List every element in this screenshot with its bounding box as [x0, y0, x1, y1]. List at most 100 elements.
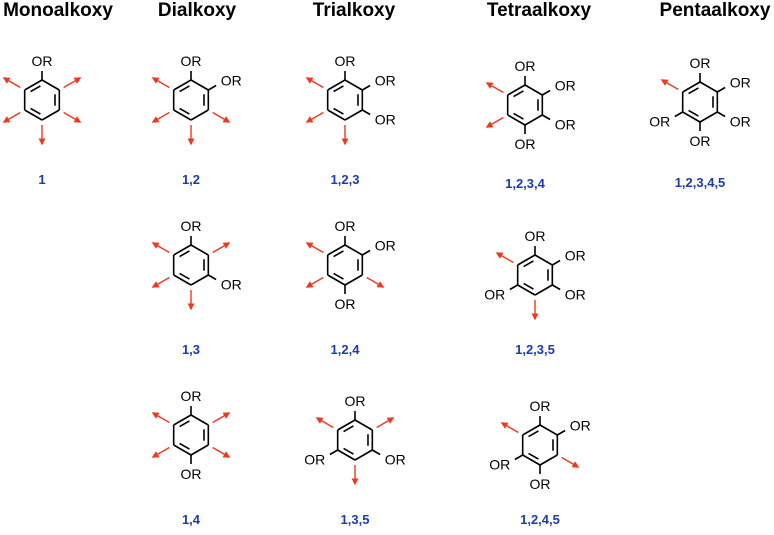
substitution-arrow — [212, 111, 231, 123]
column-header-monoalkoxy: Monoalkoxy — [3, 0, 113, 21]
or-group-label: OR — [345, 393, 366, 409]
substituent-bond — [674, 111, 684, 118]
or-group-label: OR — [555, 117, 576, 133]
substitution-arrow — [151, 111, 170, 123]
or-group-label: OR — [335, 296, 356, 312]
substituent-bond — [514, 454, 524, 461]
substituent-bond — [361, 249, 371, 256]
double-bond — [333, 250, 344, 258]
or-group-label: OR — [375, 112, 396, 128]
ring-bond — [173, 79, 192, 91]
ring-bond — [190, 414, 209, 426]
ring-bond — [190, 274, 209, 286]
substitution-arrow — [485, 82, 504, 94]
double-bond — [523, 282, 534, 290]
ring-bond — [327, 244, 346, 256]
substitution-pattern-label: 1,2,3 — [331, 172, 360, 187]
ring-bond — [173, 274, 192, 286]
or-group-label: OR — [530, 476, 551, 492]
substitution-arrow — [63, 111, 82, 123]
substitution-pattern-label: 1 — [38, 172, 45, 187]
substitution-pattern-label: 1,3,5 — [341, 512, 370, 527]
ring-bond — [190, 244, 209, 256]
ring-bond — [327, 79, 346, 91]
ring-bond — [344, 244, 363, 256]
ring-bond — [190, 444, 209, 456]
ring-bond — [337, 419, 356, 431]
ring-bond — [344, 109, 363, 121]
substitution-pattern-label: 1,3 — [182, 342, 200, 357]
substitution-arrow — [212, 242, 231, 254]
or-group-label: OR — [515, 58, 536, 74]
substitution-arrow — [151, 412, 170, 424]
double-bond — [179, 442, 190, 450]
ring-bond — [522, 454, 541, 466]
or-group-label: OR — [649, 114, 670, 130]
ring-bond — [173, 414, 192, 426]
or-group-label: OR — [484, 287, 505, 303]
or-group-label: OR — [730, 75, 751, 91]
or-group-label: OR — [515, 136, 536, 152]
double-bond — [523, 260, 534, 268]
ring-bond — [534, 254, 553, 266]
column-header-tetraalkoxy: Tetraalkoxy — [486, 0, 592, 21]
or-group-label: OR — [375, 238, 396, 254]
substitution-pattern-label: 1,2,3,5 — [515, 342, 555, 357]
double-bond — [179, 107, 190, 115]
or-group-label: OR — [385, 452, 406, 468]
or-group-label: OR — [530, 398, 551, 414]
substituent-bond — [541, 114, 551, 121]
substitution-pattern-label: 1,2,4 — [331, 342, 361, 357]
or-group-label: OR — [730, 114, 751, 130]
substitution-arrow — [315, 417, 334, 429]
double-bond — [513, 112, 524, 120]
or-group-label: OR — [181, 53, 202, 69]
substitution-arrow — [561, 456, 580, 468]
ring-bond — [507, 84, 526, 96]
ring-bond — [190, 79, 209, 91]
double-bond — [30, 107, 41, 115]
substitution-arrow — [366, 276, 385, 288]
substitution-arrow — [485, 116, 504, 128]
ring-bond — [41, 109, 60, 121]
substituent-bond — [361, 109, 371, 116]
substitution-pattern-label: 1,2,3,4,5 — [675, 175, 726, 190]
substitution-arrow — [2, 111, 21, 123]
ring-bond — [337, 449, 356, 461]
or-group-label: OR — [690, 133, 711, 149]
ring-bond — [517, 284, 536, 296]
substitution-arrow — [212, 412, 231, 424]
substituent-bond — [716, 86, 726, 93]
ring-bond — [344, 274, 363, 286]
ring-bond — [327, 109, 346, 121]
ring-bond — [24, 109, 43, 121]
substituent-bond — [371, 449, 381, 456]
ring-bond — [699, 81, 718, 93]
or-group-label: OR — [489, 457, 510, 473]
substitution-arrow — [305, 276, 324, 288]
or-group-label: OR — [335, 53, 356, 69]
double-bond — [333, 107, 344, 115]
or-group-label: OR — [525, 228, 546, 244]
substitution-pattern-label: 1,4 — [182, 512, 201, 527]
ring-bond — [682, 111, 701, 123]
double-bond — [333, 85, 344, 93]
substitution-arrow — [305, 77, 324, 89]
substituent-bond — [551, 259, 561, 266]
double-bond — [179, 250, 190, 258]
ring-bond — [354, 419, 373, 431]
substituent-bond — [207, 274, 217, 281]
substitution-arrow — [500, 422, 519, 434]
or-group-label: OR — [181, 218, 202, 234]
or-group-label: OR — [181, 466, 202, 482]
ring-bond — [524, 114, 543, 126]
ring-bond — [354, 449, 373, 461]
substitution-pattern-label: 1,2 — [182, 172, 200, 187]
ring-bond — [517, 254, 536, 266]
ring-bond — [524, 84, 543, 96]
ring-bond — [539, 424, 558, 436]
substitution-arrow — [63, 77, 82, 89]
or-group-label: OR — [565, 287, 586, 303]
ring-bond — [539, 454, 558, 466]
